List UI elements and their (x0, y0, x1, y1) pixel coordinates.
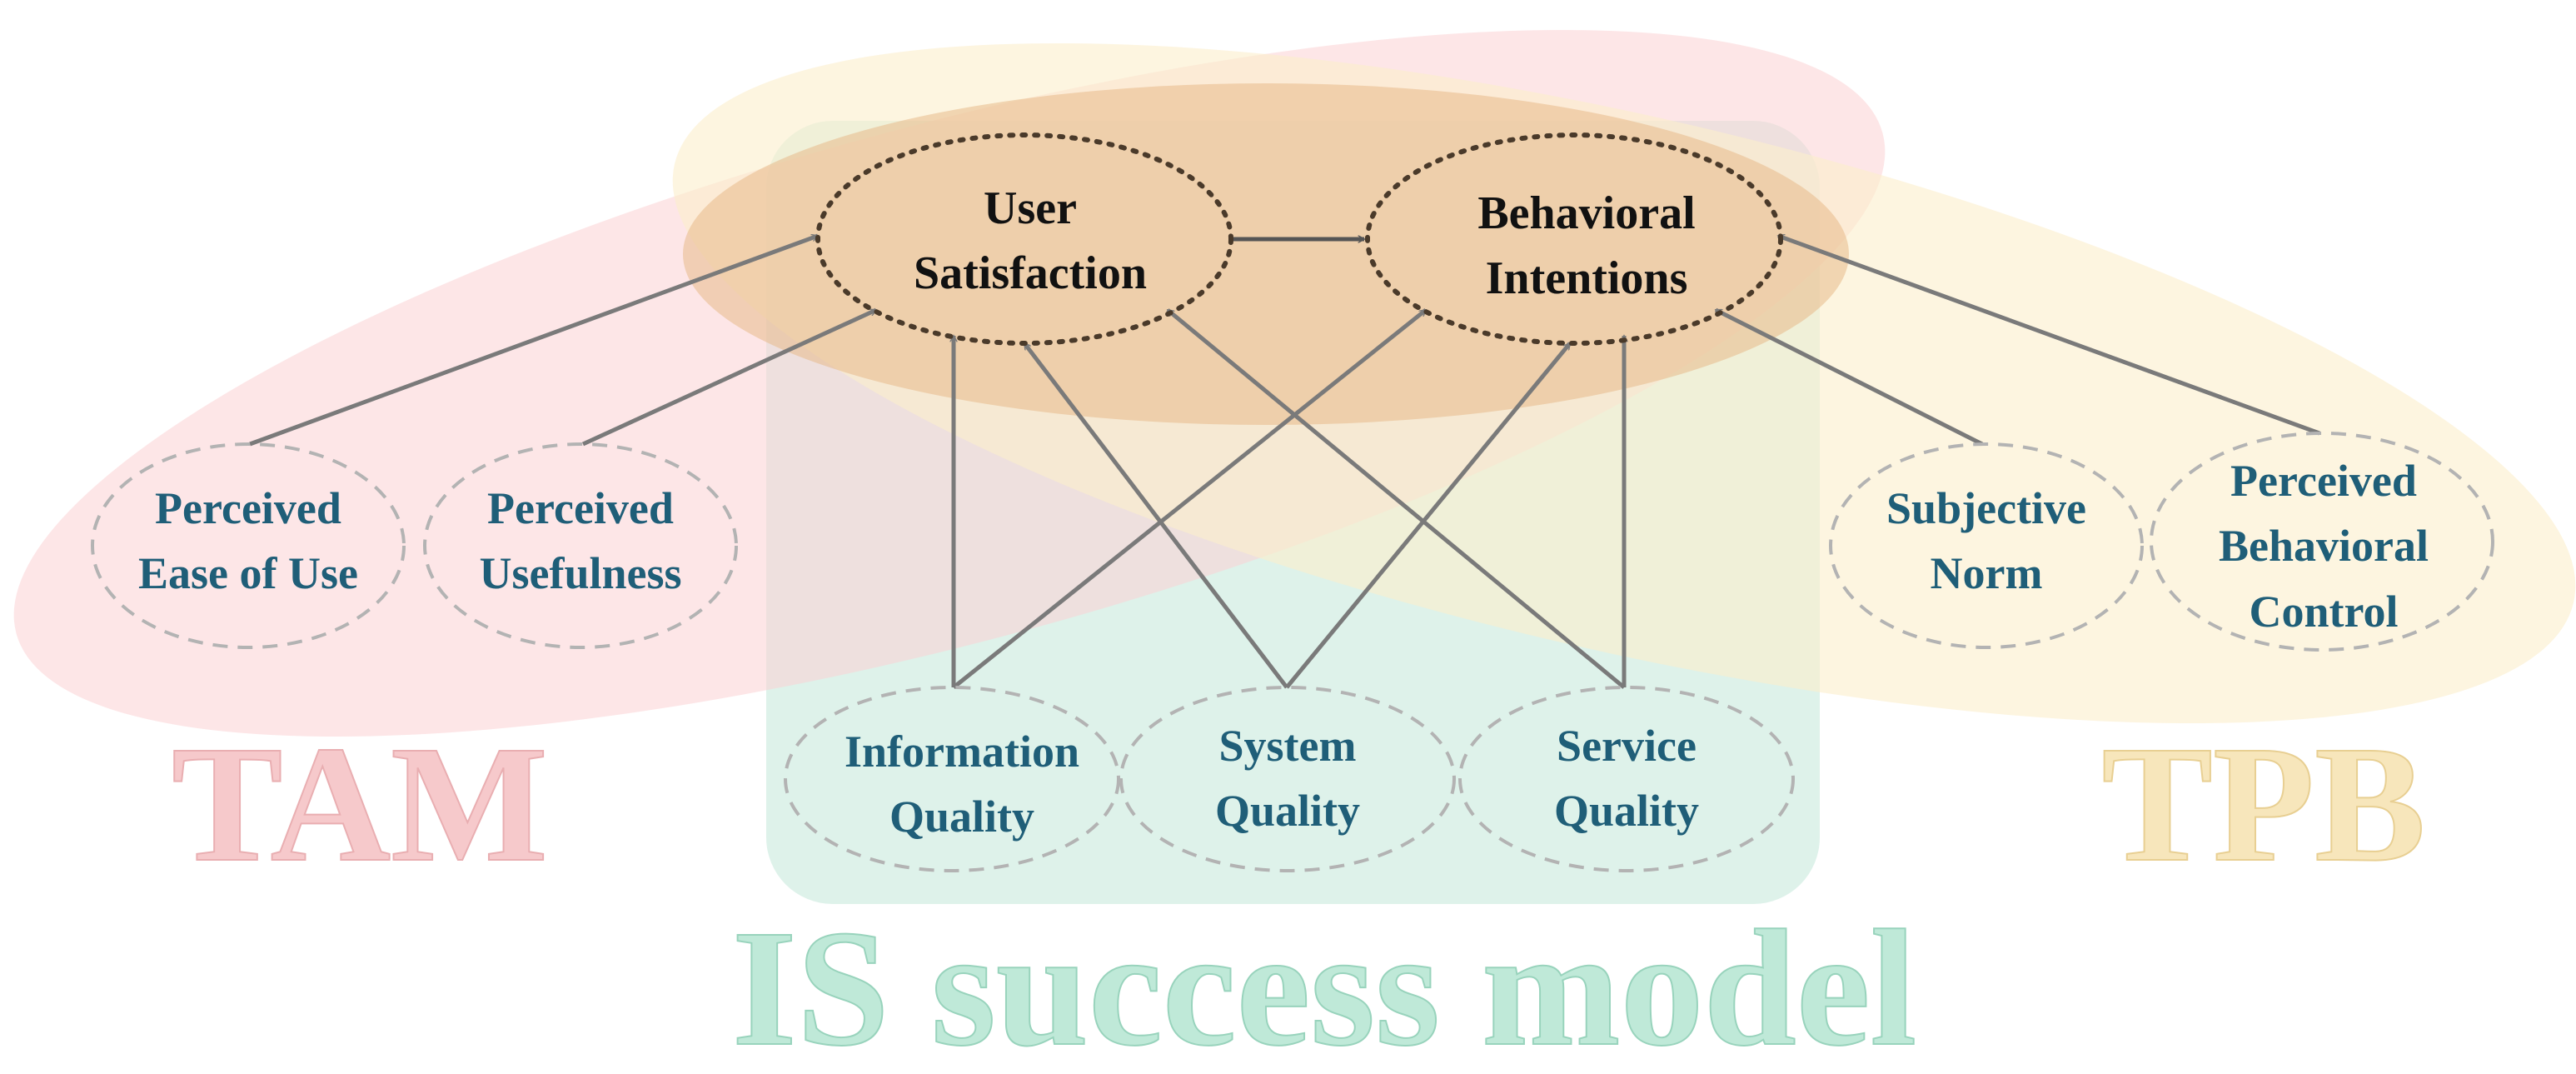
node-perceived-usefulness-outline (423, 442, 738, 649)
node-user-satisfaction-outline (815, 132, 1233, 346)
node-perceived-ease-of-use-line1: Perceived (155, 483, 341, 533)
node-perceived-usefulness-line2: Usefulness (479, 548, 681, 598)
node-service-quality: Service Quality (1458, 686, 1795, 872)
node-subjective-norm-line2: Norm (1931, 548, 2043, 598)
node-subjective-norm: Subjective Norm (1829, 442, 2144, 649)
node-service-quality-line2: Quality (1554, 786, 1699, 836)
node-system-quality-line2: Quality (1215, 786, 1360, 836)
node-user-satisfaction-line2: Satisfaction (914, 247, 1147, 299)
node-perceived-usefulness: Perceived Usefulness (423, 442, 738, 649)
node-service-quality-line1: Service (1557, 721, 1697, 771)
arrows (249, 233, 2320, 689)
arrow-control-to-intentions (1778, 233, 2320, 436)
arrow-info-to-intentions (952, 308, 1428, 689)
arrow-norm-to-intentions (1716, 307, 1984, 447)
node-behavioral-intentions-line2: Intentions (1486, 252, 1688, 304)
node-perceived-behavioral-control-line2: Behavioral (2219, 521, 2429, 571)
node-subjective-norm-line1: Subjective (1886, 483, 2086, 533)
node-system-quality: System Quality (1119, 686, 1456, 872)
node-behavioral-intentions-outline (1365, 132, 1783, 346)
node-perceived-ease-of-use-outline (91, 442, 406, 649)
node-behavioral-intentions-line1: Behavioral (1477, 187, 1695, 239)
node-user-satisfaction: User Satisfaction (815, 132, 1233, 346)
node-perceived-ease-of-use: Perceived Ease of Use (91, 442, 406, 649)
arrow-system-to-satisfaction (1023, 342, 1288, 689)
node-perceived-behavioral-control-line3: Control (2249, 587, 2398, 637)
node-perceived-usefulness-line1: Perceived (487, 483, 674, 533)
node-user-satisfaction-line1: User (984, 182, 1077, 234)
node-information-quality: Information Quality (784, 686, 1120, 872)
label-tpb: TPB (2102, 712, 2426, 897)
node-system-quality-outline (1119, 686, 1456, 872)
node-subjective-norm-outline (1829, 442, 2144, 649)
node-system-quality-line1: System (1219, 721, 1357, 771)
node-behavioral-intentions: Behavioral Intentions (1365, 132, 1783, 346)
arrow-service-to-satisfaction (1166, 308, 1626, 689)
node-service-quality-outline (1458, 686, 1795, 872)
label-is-success-model: IS success model (732, 897, 1916, 1074)
node-perceived-behavioral-control: Perceived Behavioral Control (2150, 432, 2494, 652)
label-tam: TAM (172, 712, 548, 897)
arrow-system-to-intentions (1285, 342, 1572, 689)
arrow-usefulness-to-satisfaction (581, 307, 876, 447)
arrow-ease-to-satisfaction (249, 233, 818, 447)
node-perceived-ease-of-use-line2: Ease of Use (138, 548, 358, 598)
node-perceived-behavioral-control-line1: Perceived (2230, 456, 2417, 506)
node-information-quality-line1: Information (845, 727, 1079, 777)
node-information-quality-line2: Quality (889, 792, 1034, 842)
node-information-quality-outline (784, 686, 1120, 872)
node-perceived-behavioral-control-outline (2150, 432, 2494, 652)
